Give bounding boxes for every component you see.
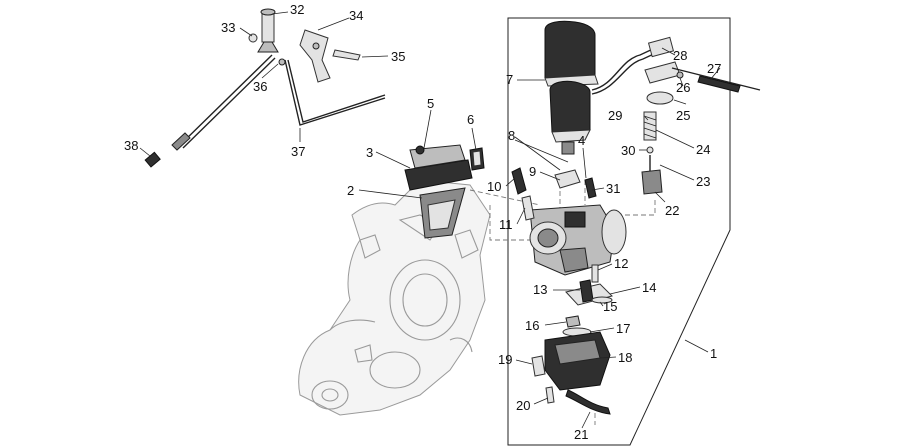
- callout-16: 16: [525, 318, 539, 333]
- callout-34: 34: [349, 8, 363, 23]
- callout-1: 1: [710, 346, 717, 361]
- callout-15: 15: [603, 299, 617, 314]
- callout-25: 25: [676, 108, 690, 123]
- callout-12: 12: [614, 256, 628, 271]
- carburetor-parts: [511, 167, 627, 276]
- callout-26: 26: [676, 80, 690, 95]
- callout-22: 22: [665, 203, 679, 218]
- callout-21: 21: [574, 427, 588, 442]
- callout-5: 5: [427, 96, 434, 111]
- needle-slide-parts: [641, 111, 663, 195]
- callout-23: 23: [696, 174, 710, 189]
- callout-28: 28: [673, 48, 687, 63]
- throttle-cable-parts: [144, 8, 386, 168]
- electric-choke-parts: [544, 20, 761, 155]
- reed-valve-parts: [404, 144, 485, 239]
- callout-4: 4: [578, 133, 585, 148]
- callout-17: 17: [616, 321, 630, 336]
- callout-31: 31: [606, 181, 620, 196]
- callout-30: 30: [621, 143, 635, 158]
- callout-7: 7: [506, 72, 513, 87]
- callout-35: 35: [391, 49, 405, 64]
- callout-36: 36: [253, 79, 267, 94]
- callout-20: 20: [516, 398, 530, 413]
- callout-38: 38: [124, 138, 138, 153]
- leader-lines: [139, 11, 721, 429]
- callout-8: 8: [508, 128, 515, 143]
- callout-11: 11: [499, 217, 513, 232]
- callout-2: 2: [347, 183, 354, 198]
- callout-3: 3: [366, 145, 373, 160]
- callout-19: 19: [498, 352, 512, 367]
- callout-9: 9: [529, 164, 536, 179]
- callout-14: 14: [642, 280, 656, 295]
- callout-32: 32: [290, 2, 304, 17]
- callout-33: 33: [221, 20, 235, 35]
- callout-18: 18: [618, 350, 632, 365]
- callout-labels: 1 2 3 4 5 6 7 8 9 10 11 12 13 14 15 16 1…: [124, 2, 721, 442]
- crankcase-ghost: [298, 179, 491, 416]
- callout-37: 37: [291, 144, 305, 159]
- callout-6: 6: [467, 112, 474, 127]
- callout-13: 13: [533, 282, 547, 297]
- callout-10: 10: [487, 179, 501, 194]
- callout-27: 27: [707, 61, 721, 76]
- callout-24: 24: [696, 142, 710, 157]
- callout-29: 29: [608, 108, 622, 123]
- assembly-frame: [507, 17, 731, 446]
